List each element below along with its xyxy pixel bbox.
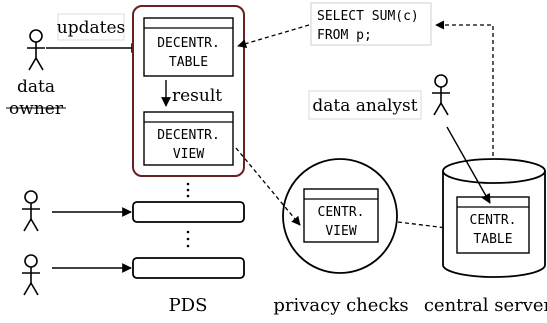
centr-view-to-centr-table-arrow xyxy=(397,221,456,233)
data-analyst-label: data analyst xyxy=(312,96,417,116)
decentr-view-line1: DECENTR. xyxy=(157,128,220,143)
decentr-table-line2: TABLE xyxy=(169,55,208,70)
result-label: result xyxy=(172,86,222,106)
decentr-table-line1: DECENTR. xyxy=(157,36,220,51)
centr-table-line2: TABLE xyxy=(473,232,512,247)
data-analyst-icon xyxy=(432,74,450,116)
decentr-table-box xyxy=(143,17,234,77)
decentr-view-to-centr-view-arrow xyxy=(235,147,301,226)
data-owner-3-icon xyxy=(22,254,40,296)
centr-table-box xyxy=(456,196,530,254)
data-owner-label-line1: data xyxy=(17,77,55,97)
data-owner-2-icon xyxy=(22,190,40,232)
server-to-query-arrow xyxy=(435,20,494,170)
centr-table-line1: CENTR. xyxy=(470,213,517,228)
updates-label: updates xyxy=(57,18,125,38)
query-to-decentr-table-arrow xyxy=(237,24,310,49)
centr-view-box xyxy=(303,188,379,243)
pds-box-2 xyxy=(132,201,245,223)
privacy-checks-label: privacy checks xyxy=(273,295,408,316)
data-analyst-label-box xyxy=(308,90,422,120)
decentr-view-line2: VIEW xyxy=(173,147,204,162)
ellipsis-dots-lower xyxy=(186,230,190,248)
central-server-label: central server xyxy=(424,295,547,316)
decentr-view-box xyxy=(143,111,234,166)
analyst-to-centr-table-arrow xyxy=(446,126,491,204)
updates-label-box xyxy=(57,13,125,41)
data-owner-icon xyxy=(27,29,45,71)
query-box xyxy=(310,2,432,46)
pds-label: PDS xyxy=(169,295,208,316)
centr-view-line2: VIEW xyxy=(325,224,356,239)
data-owner-label-line2: owner xyxy=(9,99,64,119)
pds-box-3 xyxy=(132,257,245,279)
ellipsis-dots-upper xyxy=(186,182,190,198)
query-line2: FROM p; xyxy=(317,28,372,43)
query-line1: SELECT SUM(c) xyxy=(317,9,419,24)
centr-view-line1: CENTR. xyxy=(318,205,365,220)
